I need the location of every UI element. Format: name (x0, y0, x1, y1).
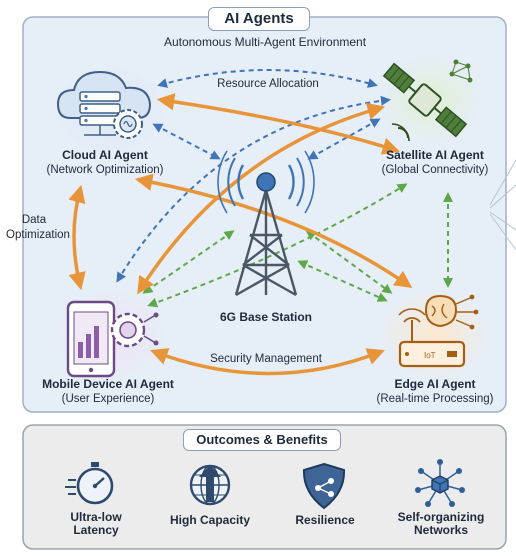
edge-agent-role: (Real-time Processing) (376, 393, 494, 405)
mobile-agent-name: Mobile Device AI Agent (42, 377, 174, 391)
arrow-cloud-mobile (68, 184, 86, 291)
outcome-self-organizing: Self-organizing Networks (388, 511, 494, 537)
stopwatch-icon (65, 462, 114, 505)
outcomes-panel (22, 424, 507, 550)
globe-arrow-icon (189, 464, 231, 506)
outcome-latency-line2: Latency (73, 523, 119, 537)
base-station-name: 6G Base Station (219, 310, 313, 324)
mobile-agent-role: (User Experience) (61, 393, 155, 405)
outcome-capacity: High Capacity (158, 514, 262, 527)
mobile-agent-label: Mobile Device AI Agent (User Experience) (28, 377, 188, 406)
outcome-self-organizing-line2: Networks (413, 523, 469, 537)
edge-device-icon (398, 294, 479, 368)
satellite-agent-name: Satellite AI Agent (386, 148, 484, 162)
outcome-latency-line1: Ultra-low (70, 510, 122, 524)
edge-device-label: IoT (424, 351, 436, 360)
mobile-device-icon (66, 300, 159, 378)
cloud-agent-name: Cloud AI Agent (62, 148, 148, 162)
outcome-capacity-line1: High Capacity (169, 513, 250, 527)
outcome-self-organizing-line1: Self-organizing (397, 510, 485, 524)
satellite-agent-role: (Global Connectivity) (381, 164, 489, 176)
environment-subtitle: Autonomous Multi-Agent Environment (163, 35, 367, 49)
arrow-cloud-satellite-orange (156, 93, 401, 155)
security-management-label: Security Management (210, 353, 322, 365)
tower-beacon (256, 172, 276, 192)
edge-connector-lines (489, 159, 516, 251)
outcome-latency: Ultra-low Latency (48, 511, 144, 537)
cloud-agent-label: Cloud AI Agent (Network Optimization) (30, 148, 180, 177)
arrow-mobile-edge (150, 348, 385, 376)
base-station-tower-icon (217, 150, 315, 297)
data-optimization-label-2: Optimization (6, 229, 70, 241)
edge-agent-name: Edge AI Agent (394, 377, 476, 391)
resource-allocation-label: Resource Allocation (217, 78, 319, 90)
outcome-resilience-line1: Resilience (295, 513, 355, 527)
cloud-server-icon (56, 70, 152, 139)
data-optimization-label-1: Data (21, 214, 47, 226)
cloud-agent-role: (Network Optimization) (46, 164, 164, 176)
page-title: AI Agents (208, 7, 310, 31)
satellite-agent-label: Satellite AI Agent (Global Connectivity) (365, 148, 505, 177)
shield-icon (302, 462, 346, 510)
edge-agent-label: Edge AI Agent (Real-time Processing) (362, 377, 508, 406)
outcome-resilience: Resilience (280, 514, 370, 527)
base-station-label: 6G Base Station (208, 310, 324, 325)
satellite-icon (382, 59, 473, 142)
outcomes-title: Outcomes & Benefits (183, 429, 341, 451)
network-cube-icon (415, 459, 465, 507)
arrow-cloud-satellite (157, 69, 378, 88)
